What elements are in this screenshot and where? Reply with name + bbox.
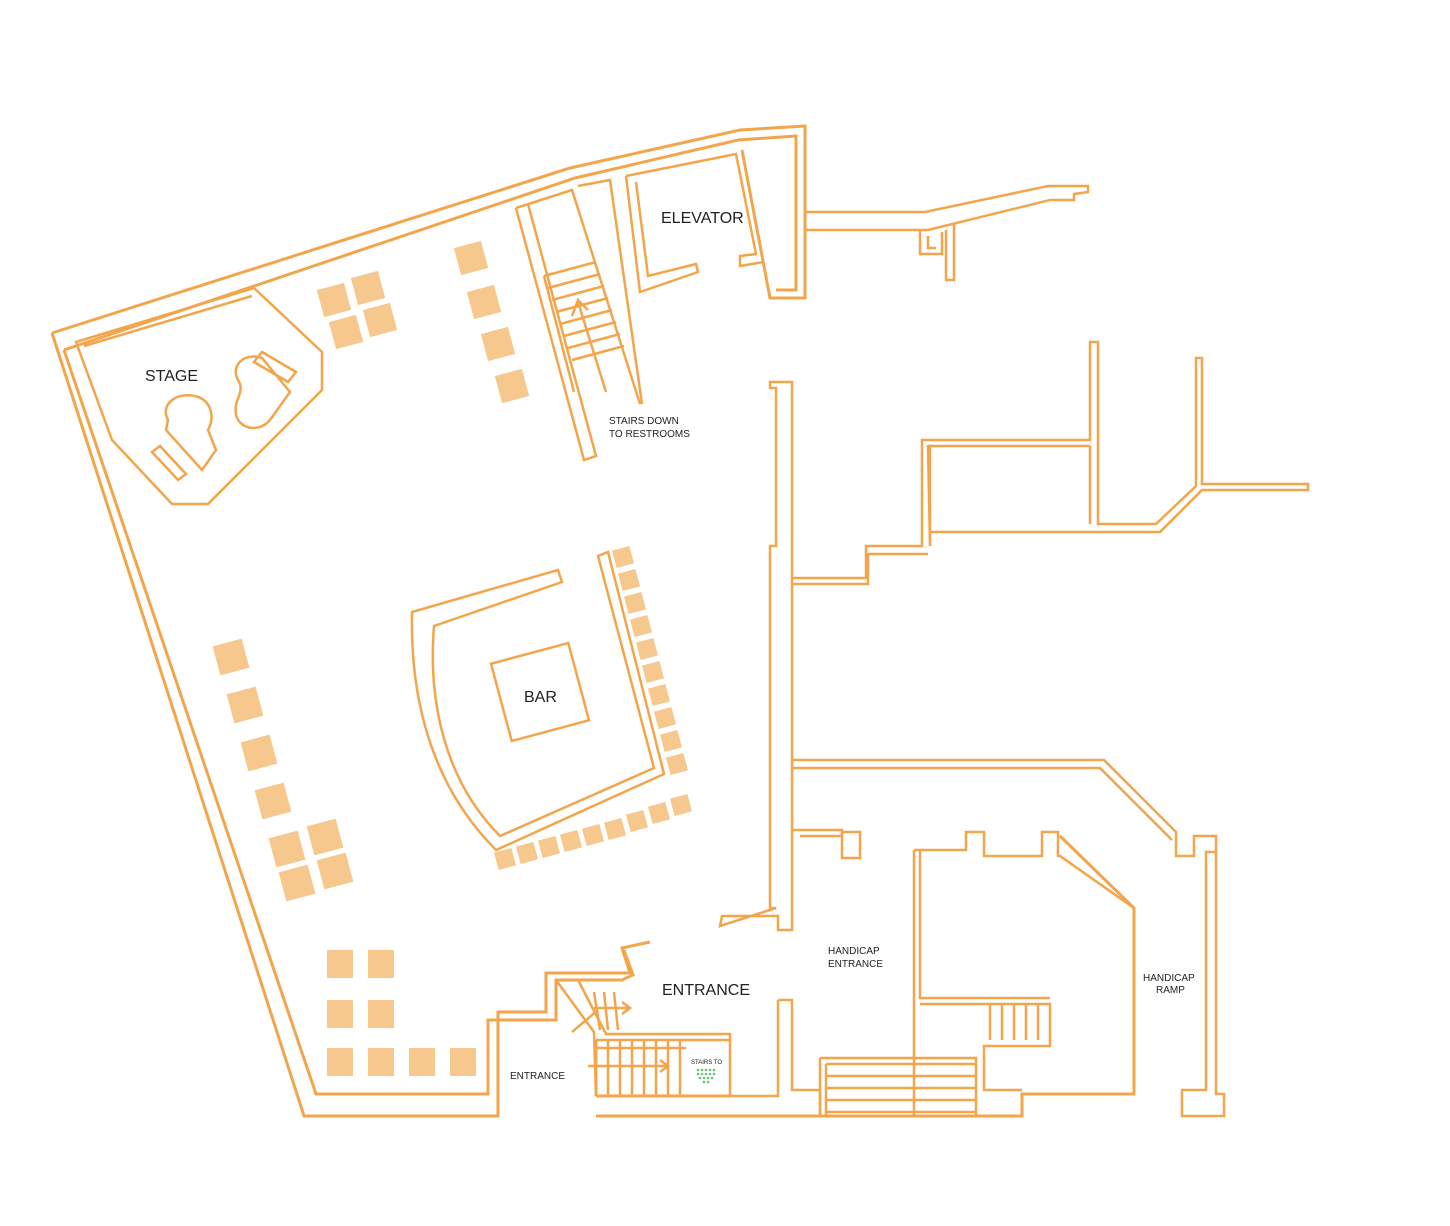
- stage-area: [74, 286, 324, 506]
- label-stairs-down-1: STAIRS DOWN: [609, 416, 679, 427]
- label-entrance-side: ENTRANCE: [510, 1071, 565, 1082]
- elevator-room: [624, 152, 765, 294]
- seats-stage: [316, 240, 530, 404]
- label-handicap-entrance-2: ENTRANCE: [828, 959, 883, 970]
- entrance-stairs: [554, 979, 732, 1097]
- label-stairs-down-2: TO RESTROOMS: [609, 429, 690, 440]
- corridor-top: [805, 184, 1090, 282]
- label-handicap-ramp-1: HANDICAP: [1143, 973, 1195, 984]
- label-elevator: ELEVATOR: [661, 210, 744, 227]
- label-stage: STAGE: [145, 368, 198, 385]
- bar-counter: [410, 550, 666, 852]
- piano-icon: [150, 350, 298, 482]
- seats-bar: [493, 545, 693, 871]
- stairs-down-restrooms: [514, 178, 644, 462]
- handicap-structure: [818, 830, 1135, 1118]
- label-handicap-entrance-1: HANDICAP: [828, 946, 880, 957]
- label-bar: BAR: [524, 689, 557, 706]
- label-entrance-main: ENTRANCE: [662, 982, 750, 999]
- right-walls: [718, 340, 1310, 1118]
- label-handicap-ramp-2: RAMP: [1156, 985, 1185, 996]
- seats-left: [212, 638, 354, 902]
- stairs-marker-icon: [696, 1068, 716, 1084]
- seats-bottom-left: [327, 950, 476, 1076]
- label-stairs-to: STAIRS TO: [691, 1060, 722, 1066]
- outer-walls: [50, 124, 1136, 1118]
